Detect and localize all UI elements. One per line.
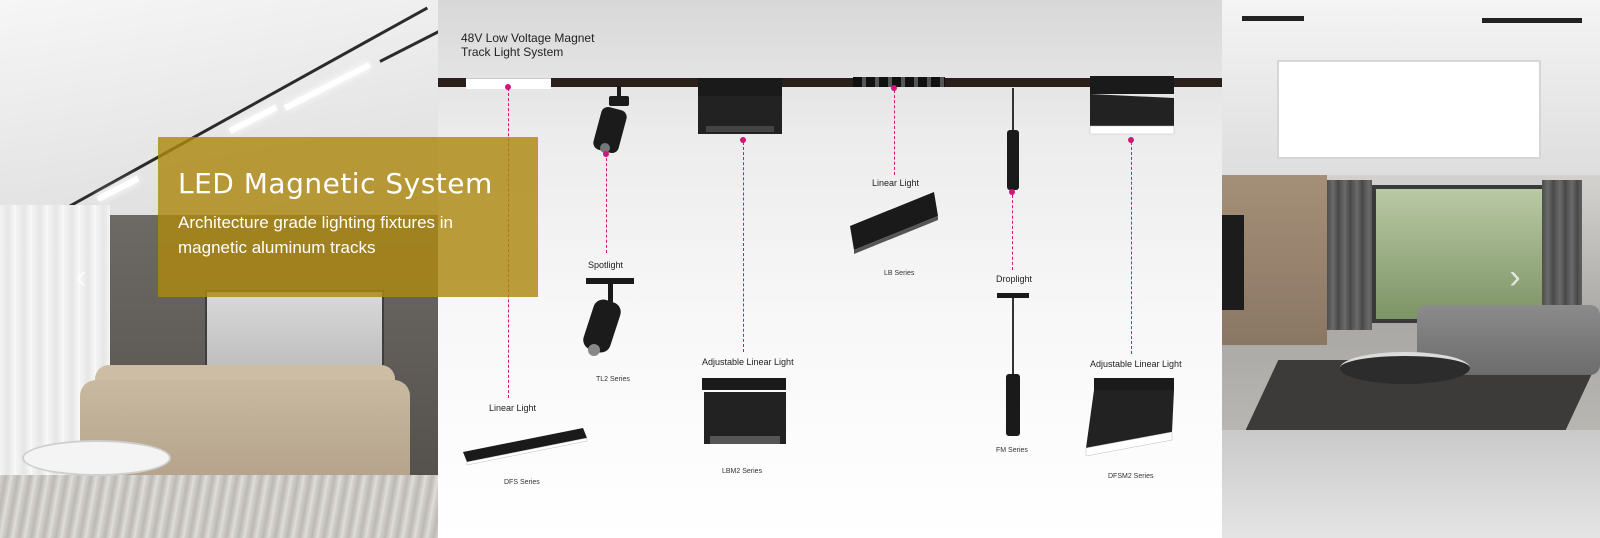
dfsm2-hanging-icon [1089, 76, 1175, 135]
lb-linear-light-icon [850, 192, 938, 254]
ceiling-track-right [1242, 16, 1304, 21]
magnetic-track [438, 78, 1222, 87]
rug-left [0, 475, 438, 538]
chevron-right-icon: › [1509, 258, 1521, 296]
tl2-spotlight-icon [583, 278, 634, 356]
track-linear-segment [466, 78, 551, 89]
fm-droplight-icon [1006, 374, 1020, 436]
fixture-series-dfsm2: DFSM2 Series [1108, 473, 1154, 480]
guide-dot-spotlight [603, 151, 609, 157]
fixture-label-dfs: Linear Light [489, 403, 537, 413]
track-system-diagram: 48V Low Voltage Magnet Track Light Syste… [438, 0, 1222, 538]
fixture-label-dfsm2: Adjustable Linear Light [1090, 359, 1182, 369]
fixture-series-lb: LB Series [884, 270, 915, 277]
slide-subtitle: Architecture grade lighting fixtures in … [178, 213, 453, 257]
fixture-series-fm: FM Series [996, 447, 1028, 454]
dfs-linear-light-icon [463, 428, 588, 466]
fixture-series-tl2: TL2 Series [596, 376, 630, 383]
fixture-label-lbm2: Adjustable Linear Light [702, 357, 794, 367]
fixture-series-lbm2: LBM2 Series [722, 468, 763, 475]
next-slide-button[interactable]: › [1500, 260, 1530, 294]
floor-right [1222, 430, 1600, 538]
diagram-title: 48V Low Voltage Magnet Track Light Syste… [461, 31, 595, 59]
track-lb-segment [853, 77, 945, 87]
guide-dot-lb [891, 85, 897, 91]
ceiling-recess [1277, 60, 1541, 159]
fm-cable [1012, 298, 1014, 374]
guide-dot-dfs [505, 84, 511, 90]
lbm2-adjustable-linear-icon [702, 378, 786, 444]
guide-line-spotlight [606, 158, 607, 253]
guide-line-lbm2 [743, 142, 744, 352]
fm-ceiling-bar [997, 293, 1029, 298]
guide-dot-lbm2 [740, 137, 746, 143]
guide-dot-fm [1009, 189, 1015, 195]
curtain-right-1 [1327, 180, 1372, 330]
living-room-photo-right [1222, 0, 1600, 538]
garden-window [1372, 185, 1550, 323]
coffee-table-left [22, 440, 171, 476]
dfsm2-adjustable-linear-icon [1085, 378, 1174, 457]
ceiling-track-right-2 [1482, 18, 1582, 23]
fixture-label-fm: Droplight [996, 274, 1033, 284]
coffee-table-right [1340, 352, 1470, 384]
guide-dot-dfsm2 [1128, 137, 1134, 143]
guide-line-lb [894, 90, 895, 175]
prev-slide-button[interactable]: ‹ [66, 260, 96, 294]
living-room-photo-left [0, 0, 438, 538]
fixture-series-dfs: DFS Series [504, 479, 540, 486]
guide-line-fm [1012, 195, 1013, 270]
slide-title: LED Magnetic System [178, 167, 493, 200]
droplight-cable [1012, 88, 1014, 130]
fixture-label-lb: Linear Light [872, 178, 920, 188]
slide-caption: LED Magnetic System Architecture grade l… [158, 137, 538, 297]
spotlight-hanging-icon [593, 86, 629, 154]
droplight-hanging-icon [1007, 130, 1019, 190]
guide-line-dfsm2 [1131, 142, 1132, 354]
chevron-left-icon: ‹ [75, 258, 87, 296]
fixture-label-spotlight: Spotlight [588, 260, 624, 270]
lbm2-hanging-icon [698, 78, 782, 134]
tv-screen [1222, 215, 1244, 310]
